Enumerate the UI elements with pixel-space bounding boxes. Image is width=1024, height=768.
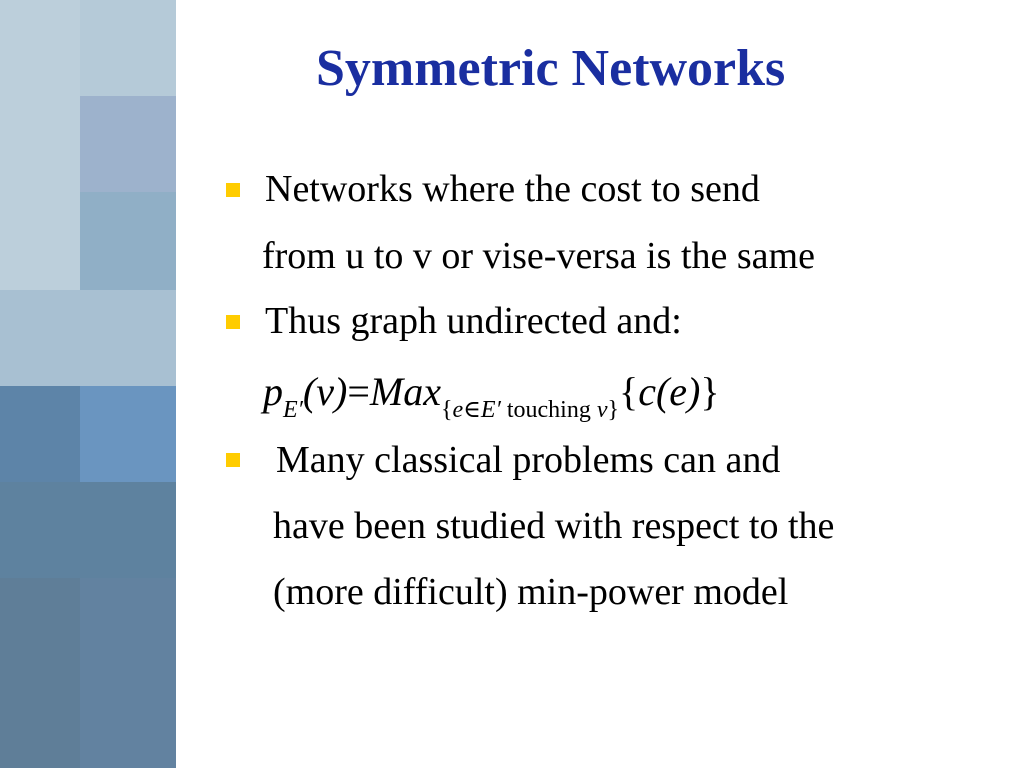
formula-max: Max <box>369 369 441 414</box>
formula-p-subscript: E′ <box>283 397 303 423</box>
sidebar-tile <box>0 290 176 386</box>
bullet-text: Networks where the cost to send <box>265 168 760 210</box>
bullet-text-continued: from u to v or vise-versa is the same <box>262 235 815 277</box>
bullet-text-continued: have been studied with respect to the <box>273 505 835 547</box>
sidebar-tile <box>0 482 176 578</box>
power-formula: pE′(v)=Max{e∈E′ touching v}{c(e)} <box>263 369 720 423</box>
sidebar-tile <box>80 96 176 192</box>
decorative-sidebar <box>0 0 176 768</box>
sidebar-tile <box>80 386 176 482</box>
sidebar-tile <box>0 578 80 768</box>
bullet-text-continued: (more difficult) min-power model <box>273 571 789 613</box>
sidebar-tile <box>0 386 80 482</box>
bullet-text: Thus graph undirected and: <box>265 300 682 342</box>
formula-rhs: {c(e)} <box>619 369 720 414</box>
bullet-marker <box>226 183 240 197</box>
formula-arg: (v) <box>302 369 348 414</box>
sidebar-tile <box>80 578 176 768</box>
formula-equals: = <box>347 369 370 414</box>
formula-max-subscript: {e∈E′ touching v} <box>440 397 620 423</box>
sidebar-tile <box>80 192 176 290</box>
sidebar-tile <box>80 0 176 96</box>
sidebar-tile <box>0 0 80 290</box>
bullet-text: Many classical problems can and <box>276 439 781 481</box>
formula-p: p <box>263 369 283 414</box>
slide-title: Symmetric Networks <box>316 40 786 97</box>
bullet-marker <box>226 453 240 467</box>
bullet-marker <box>226 315 240 329</box>
